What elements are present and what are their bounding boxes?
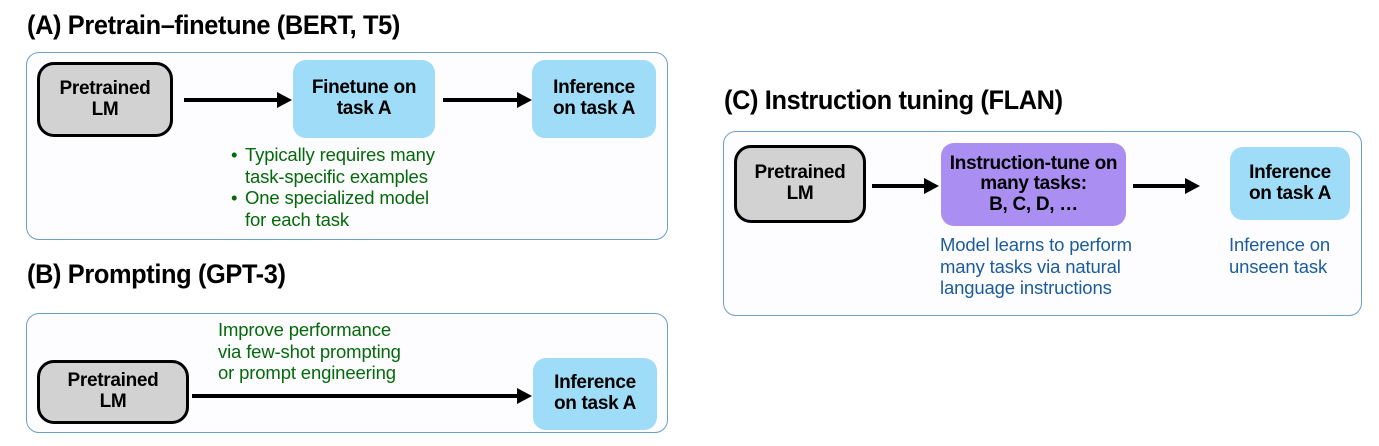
bullet-item: Typically requires many task-specific ex…: [229, 144, 559, 187]
panel-b-annotation: Improve performance via few-shot prompti…: [218, 319, 401, 384]
panel-b-pretrained-lm-box[interactable]: Pretrained LM: [37, 360, 189, 424]
panel-a-title: (A) Pretrain–finetune (BERT, T5): [27, 10, 400, 40]
panel-c-caption-inference: Inference on unseen task: [1229, 234, 1331, 277]
arrow-shaft: [1133, 183, 1185, 189]
panel-a-inference-box[interactable]: Inference on task A: [532, 60, 656, 138]
arrow-head: [1185, 177, 1200, 194]
panel-c-caption-instruction-tune: Model learns to perform many tasks via n…: [940, 234, 1132, 299]
arrow-head: [517, 91, 532, 108]
arrow-head: [924, 177, 939, 194]
panel-b-inference-box[interactable]: Inference on task A: [533, 358, 657, 430]
panel-b-title: (B) Prompting (GPT-3): [27, 259, 286, 289]
panel-a-bullet-list: Typically requires many task-specific ex…: [229, 144, 559, 231]
arrow-shaft: [872, 183, 924, 189]
panel-c-pretrained-lm-box[interactable]: Pretrained LM: [734, 145, 866, 223]
arrow-head: [517, 387, 532, 404]
arrow-head: [277, 91, 292, 108]
arrow-shaft: [184, 97, 277, 103]
panel-a-finetune-box[interactable]: Finetune on task A: [293, 60, 435, 138]
panel-c-title: (C) Instruction tuning (FLAN): [724, 85, 1063, 115]
bullet-item: One specialized model for each task: [229, 187, 559, 230]
panel-c-instruction-tune-box[interactable]: Instruction-tune on many tasks: B, C, D,…: [941, 143, 1126, 226]
arrow-shaft: [443, 97, 517, 103]
arrow-shaft: [192, 393, 517, 399]
panel-c-inference-box[interactable]: Inference on task A: [1230, 147, 1350, 220]
panel-a-pretrained-lm-box[interactable]: Pretrained LM: [37, 62, 173, 137]
